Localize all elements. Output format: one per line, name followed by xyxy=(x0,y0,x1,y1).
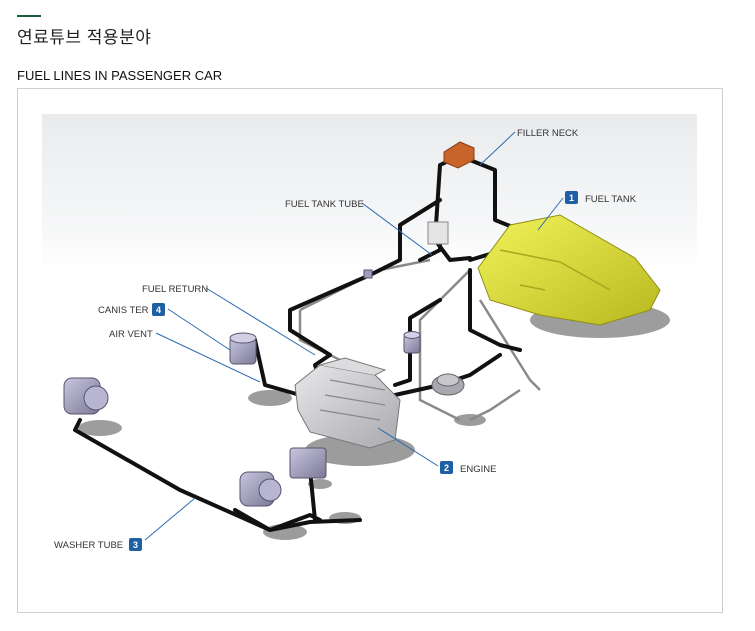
badge-canister-number: 4 xyxy=(156,305,161,315)
small-component-b xyxy=(363,269,373,279)
label-washer-tube: WASHER TUBE xyxy=(54,540,123,551)
badge-fuel-tank xyxy=(565,191,578,204)
page-title: 연료튜브 적용분야 xyxy=(17,28,152,47)
badge-washer-tube-number: 3 xyxy=(133,540,138,550)
label-fuel-tank-tube: FUEL TANK TUBE xyxy=(285,199,364,210)
label-engine: ENGINE xyxy=(460,464,496,475)
small-component-a xyxy=(403,331,421,354)
washer-reservoir-left xyxy=(63,377,109,415)
section-title: FUEL LINES IN PASSENGER CAR xyxy=(17,68,223,83)
fuel-pump xyxy=(431,373,465,396)
washer-pump xyxy=(289,447,327,479)
badge-fuel-tank-number: 1 xyxy=(569,193,574,203)
washer-reservoir-right xyxy=(239,471,282,507)
title-accent-bar xyxy=(17,15,41,17)
engine-block xyxy=(294,357,401,449)
label-filler-neck: FILLER NECK xyxy=(517,128,579,139)
badge-engine-number: 2 xyxy=(444,463,449,473)
badge-canister xyxy=(152,303,165,316)
label-air-vent: AIR VENT xyxy=(109,329,153,340)
badge-engine xyxy=(440,461,453,474)
badge-washer-tube xyxy=(129,538,142,551)
canister xyxy=(229,332,257,365)
label-fuel-tank: FUEL TANK xyxy=(585,194,637,205)
tube-filter xyxy=(427,221,449,245)
filler-neck-cap xyxy=(443,141,475,169)
fuel-tank xyxy=(477,214,661,326)
label-fuel-return: FUEL RETURN xyxy=(142,284,208,295)
label-canister: CANIS TER xyxy=(98,305,149,316)
leader-lines xyxy=(144,131,564,541)
